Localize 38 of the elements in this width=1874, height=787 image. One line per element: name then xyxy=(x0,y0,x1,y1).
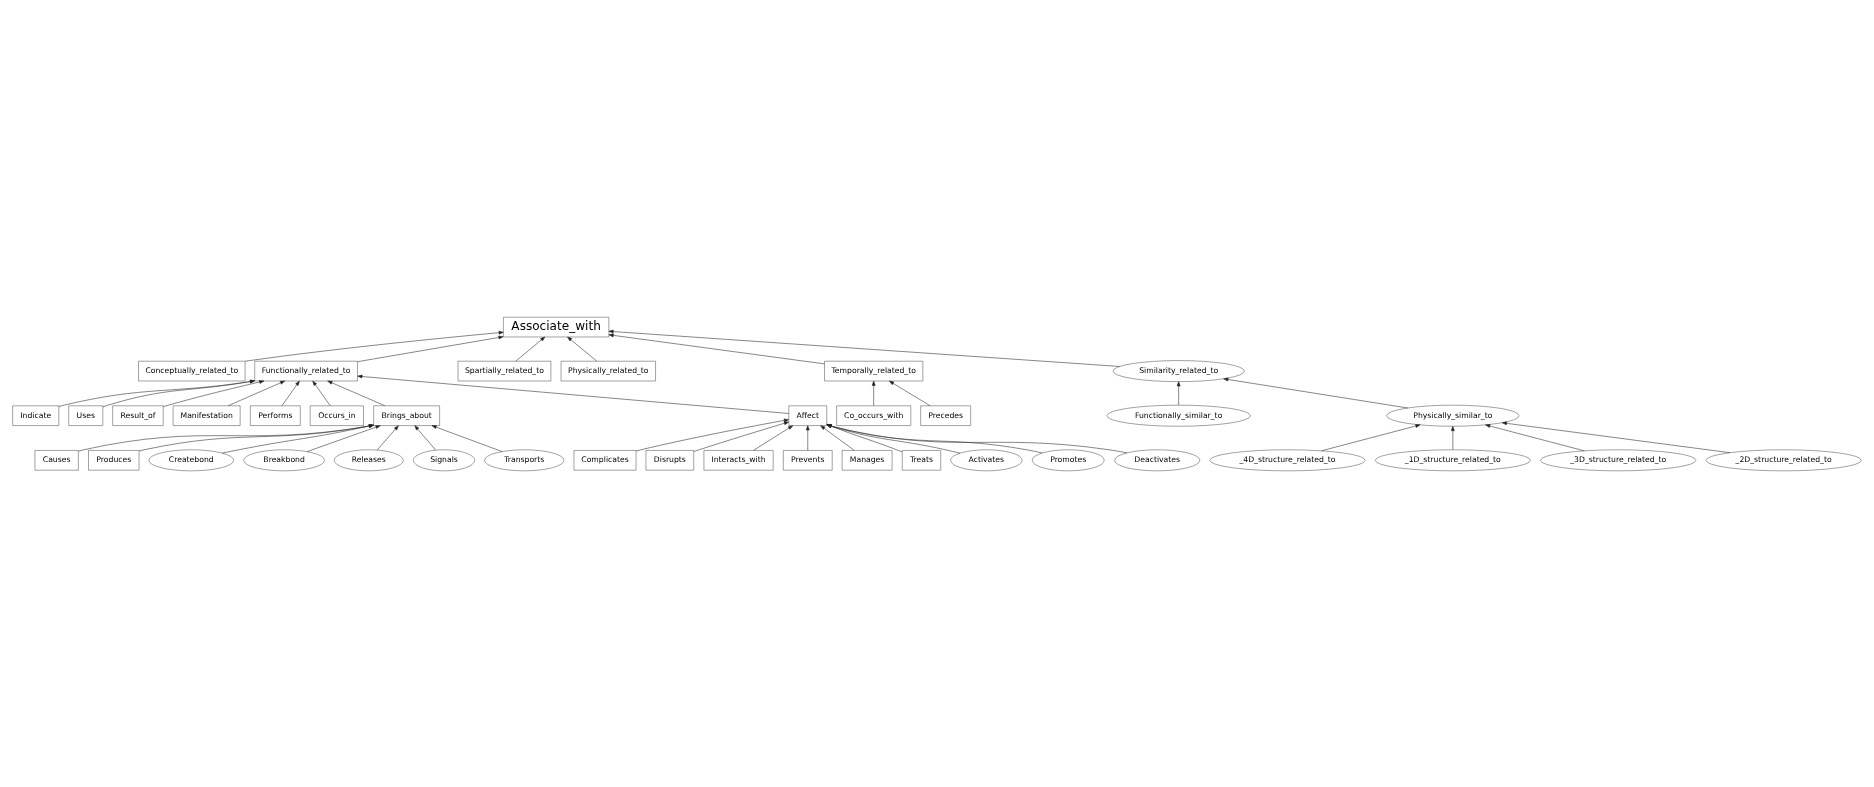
arrow xyxy=(227,380,285,406)
arrow xyxy=(221,423,374,453)
arrow xyxy=(1501,421,1731,453)
arrow xyxy=(1485,423,1585,451)
arrow xyxy=(567,336,597,361)
arrow xyxy=(431,424,503,452)
arrow xyxy=(312,380,331,406)
arrow xyxy=(376,424,399,450)
arrow xyxy=(1223,377,1409,408)
arrow xyxy=(871,380,876,406)
arrow xyxy=(820,424,855,451)
arrow xyxy=(635,418,789,451)
arrow xyxy=(1451,425,1455,450)
arrow xyxy=(163,379,265,407)
arrow xyxy=(281,380,300,406)
arrow xyxy=(1321,423,1421,451)
arrow xyxy=(826,423,1043,453)
arrow xyxy=(826,423,903,452)
arrow xyxy=(244,330,504,361)
arrow xyxy=(138,423,374,451)
arrow xyxy=(357,335,504,362)
arrow xyxy=(58,379,255,407)
arrow xyxy=(826,423,961,453)
arrow xyxy=(1176,380,1181,405)
arrow xyxy=(693,421,789,452)
arrow xyxy=(102,379,255,407)
arrow xyxy=(889,380,931,406)
arrow xyxy=(805,424,810,451)
arrow xyxy=(414,424,436,450)
node-box: Associate_with xyxy=(503,316,610,337)
arrow xyxy=(608,333,825,364)
arrow xyxy=(357,374,789,414)
arrow xyxy=(327,380,386,406)
arrow xyxy=(608,329,1120,367)
arrow xyxy=(753,424,794,451)
arrow xyxy=(306,424,381,452)
arrow xyxy=(826,423,1128,453)
arrow xyxy=(515,336,546,361)
